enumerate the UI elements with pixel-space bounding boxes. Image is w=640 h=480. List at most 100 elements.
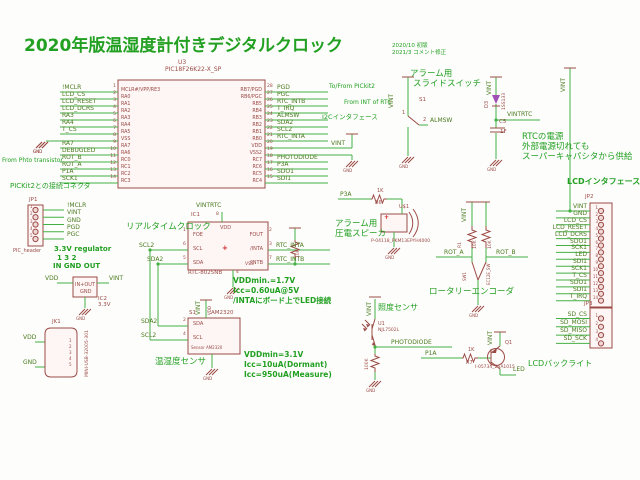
pin-number: 13 <box>592 287 598 293</box>
net-label: LCD_RESET <box>552 223 587 231</box>
net-label: VDD <box>45 275 59 282</box>
net-label: !MCLR <box>67 202 87 209</box>
net-label: SCL2 <box>139 242 155 249</box>
designator-text: 3.3V <box>98 302 111 308</box>
net-label: RTC_INTA <box>277 133 305 140</box>
net-label: PGD <box>67 223 80 231</box>
junction-dot <box>148 248 152 252</box>
jp2-lcd-interface-pad <box>597 263 605 270</box>
comment-text: 3.3V regulator <box>54 245 112 253</box>
pin-number: 6 <box>595 239 598 245</box>
net-label: RTC_INTB <box>276 256 305 263</box>
net-label: ROT_B <box>496 249 516 256</box>
pin-number: RA1 <box>121 102 131 107</box>
symbol-path <box>408 211 414 235</box>
designator-text: 10K <box>488 240 493 249</box>
pin-number: RA6 <box>121 151 131 156</box>
net-label: SD_MISO <box>560 327 587 335</box>
junction-dot <box>494 118 498 122</box>
pin-number: 2 <box>595 320 598 326</box>
pin-number: RB1 <box>252 130 262 135</box>
pin-number: 23 <box>267 119 273 124</box>
gnd-label: GND <box>224 295 234 300</box>
net-label: PHOTODIODE <box>391 339 432 346</box>
net-label: ROT_B <box>62 154 82 161</box>
net-label: ROT_A <box>62 161 82 168</box>
pin-number: 4 <box>113 105 116 110</box>
pin-number: 11 <box>110 154 116 159</box>
designator-text: FOUT <box>249 232 263 238</box>
comment-text: LCDインタフェース <box>567 177 640 186</box>
comment-text: Icc=0.60uA@5V <box>233 286 300 295</box>
symbol-path <box>361 319 371 330</box>
pin-number: 24 <box>267 112 273 117</box>
junction-dot <box>156 262 160 266</box>
pin-number: 13 <box>110 168 116 173</box>
net-label: P3A <box>340 191 352 198</box>
net-label: SDO1 <box>570 237 587 245</box>
gnd-label: GND <box>343 168 353 173</box>
gnd-symbol-icon <box>78 308 92 316</box>
pin-number: 2 <box>595 211 598 217</box>
pin-number: 2 <box>423 117 427 123</box>
net-label: LCD_DCRS <box>555 230 587 238</box>
gnd-symbol-icon <box>35 141 49 149</box>
jp1-pic-header-pad <box>32 206 39 214</box>
comment-text: /INTAにボード上でLED接続 <box>233 296 332 305</box>
net-label: SD_SCK <box>563 335 587 343</box>
resistor-icon <box>289 240 301 258</box>
designator-text: MINI-USB-32005-301 <box>85 330 90 377</box>
comment-text: アラーム用 <box>410 69 453 79</box>
net-label: VINT <box>331 140 346 147</box>
symbol-line <box>407 115 420 126</box>
designator-text: /INTA <box>250 246 263 252</box>
pin-number: 26 <box>267 98 273 103</box>
symbol-path <box>44 327 78 378</box>
polarity-mark: + <box>384 214 390 221</box>
net-label: VINT <box>388 93 395 108</box>
schematic-title: 2020年版温湿度計付きデジタルクロック <box>24 36 343 56</box>
pin-number: 14 <box>592 294 598 300</box>
designator-text: AM2320 <box>211 310 234 316</box>
net-label: LCD_CS <box>563 216 587 224</box>
pin-number: RA2 <box>121 109 131 114</box>
pin-number: RC6 <box>252 165 263 170</box>
comment-text: PICKit2との接続コネクタ <box>10 182 91 190</box>
jp2-lcd-interface-pad <box>597 283 605 290</box>
designator-text: S1 <box>419 97 426 103</box>
pin-number: 9 <box>113 140 116 145</box>
component-box <box>187 221 269 271</box>
symbol-path <box>492 348 497 353</box>
pin-number: 22 <box>267 126 273 131</box>
pin-number: 5 <box>30 233 33 238</box>
jp1-pic-header-pad <box>32 221 39 228</box>
pin-number: 9 <box>595 260 598 266</box>
comment-text: Icc=10uA(Dormant) <box>244 360 328 369</box>
net-label: GND <box>23 359 37 366</box>
junction-dot <box>293 262 297 266</box>
pin-number: 2 <box>269 228 272 233</box>
designator-text: FOE <box>193 232 203 238</box>
pin-number: 28 <box>267 84 273 89</box>
pin-number: 1 <box>113 84 116 89</box>
symbol-path <box>363 328 367 332</box>
net-label: P1A <box>62 168 74 175</box>
designator-text: /INTB <box>249 260 263 266</box>
pin-number: 8 <box>595 253 598 259</box>
jp2-lcd-interface-pad <box>597 235 605 242</box>
gnd-label: GND <box>487 167 497 172</box>
pin-number: RC0 <box>121 158 131 163</box>
designator-text: JK1 <box>52 319 61 325</box>
designator-text: +OUT <box>80 282 95 288</box>
net-label: VINT <box>67 209 82 217</box>
pin-number: 10 <box>110 147 116 152</box>
gnd-symbol-icon <box>387 247 401 255</box>
gnd-symbol-icon <box>345 160 359 168</box>
comment-text: RTCの電源 <box>522 132 564 142</box>
comment-text: 圧電スピーカ <box>335 229 387 239</box>
designator-text: C5 <box>499 119 507 125</box>
net-label: RTC_INTA <box>276 242 304 249</box>
net-label: SD_MOSI <box>560 318 587 326</box>
net-label: GND <box>67 216 81 224</box>
